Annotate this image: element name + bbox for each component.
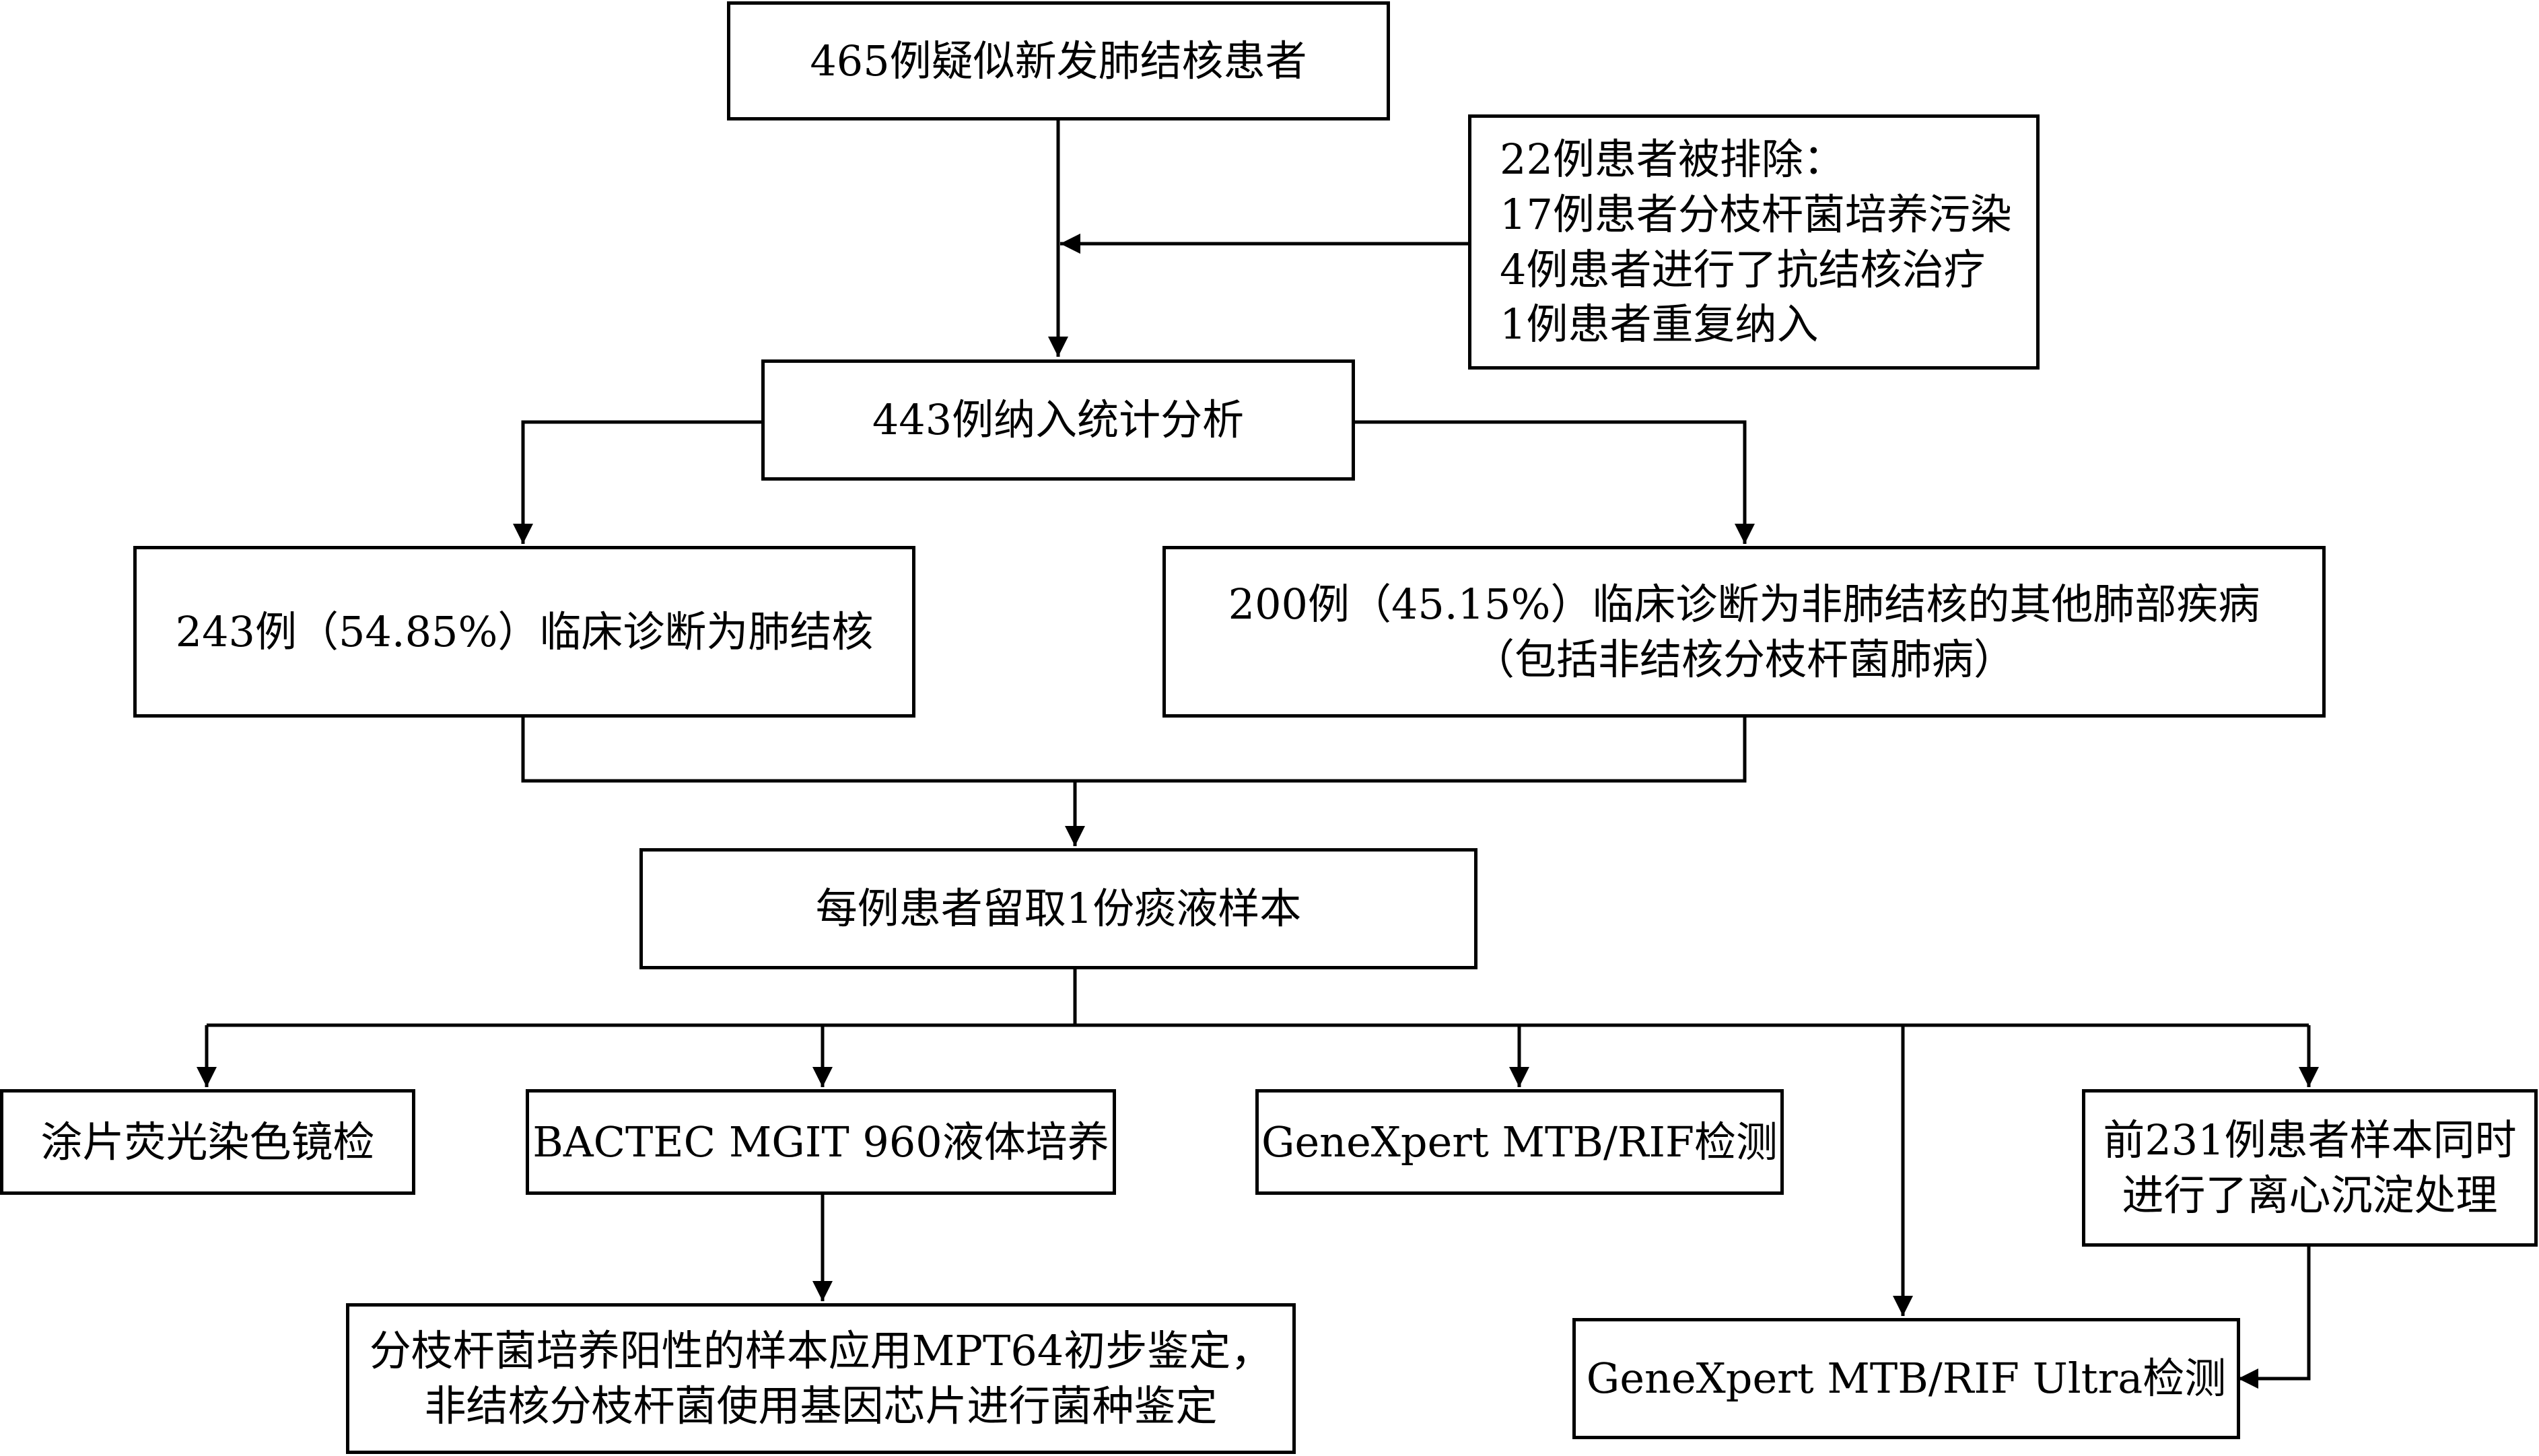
box-suspected-patients: 465例疑似新发肺结核患者 [727,1,1390,120]
box-line: BACTEC MGIT 960液体培养 [532,1117,1109,1167]
arrow-included-to-non-tb [1355,420,1755,544]
box-excluded-patients: 22例患者被排除： 17例患者分枝杆菌培养污染 4例患者进行了抗结核治疗 1例患… [1468,114,2040,370]
box-sputum-sample: 每例患者留取1份痰液样本 [639,848,1477,969]
box-line: GeneXpert MTB/RIF Ultra检测 [1586,1354,2227,1403]
box-line: 进行了离心沉淀处理 [2122,1171,2498,1220]
box-non-tb-diagnosis: 200例（45.15%）临床诊断为非肺结核的其他肺部疾病 （包括非结核分枝杆菌肺… [1162,546,2326,718]
box-centrifuge-processing: 前231例患者样本同时 进行了离心沉淀处理 [2082,1089,2538,1247]
box-line: 每例患者留取1份痰液样本 [815,884,1302,934]
box-included-patients: 443例纳入统计分析 [761,359,1355,481]
box-line: 前231例患者样本同时 [2103,1115,2517,1165]
box-line: 243例（54.85%）临床诊断为肺结核 [175,606,874,656]
box-line: 22例患者被排除： [1500,134,1845,184]
box-line: 4例患者进行了抗结核治疗 [1500,244,1986,294]
box-genexpert-test: GeneXpert MTB/RIF检测 [1255,1089,1784,1195]
box-smear-microscopy: 涂片荧光染色镜检 [0,1089,415,1195]
box-mycobacteria-identification: 分枝杆菌培养阳性的样本应用MPT64初步鉴定， 非结核分枝杆菌使用基因芯片进行菌… [346,1303,1296,1454]
box-line: 非结核分枝杆菌使用基因芯片进行菌种鉴定 [424,1381,1218,1430]
box-line: 200例（45.15%）临床诊断为非肺结核的其他肺部疾病 [1228,579,2260,629]
arrow-centrifuge-to-ultra [2238,1245,2311,1389]
merge-line [521,716,1747,783]
box-line: 1例患者重复纳入 [1500,300,1819,349]
box-line: GeneXpert MTB/RIF检测 [1261,1117,1778,1167]
box-line: （包括非结核分枝杆菌肺病） [1472,634,2015,684]
box-line: 分枝杆菌培养阳性的样本应用MPT64初步鉴定， [369,1326,1273,1376]
box-genexpert-ultra-test: GeneXpert MTB/RIF Ultra检测 [1572,1318,2240,1439]
box-tb-diagnosis: 243例（54.85%）临床诊断为肺结核 [133,546,915,718]
box-line: 17例患者分枝杆菌培养污染 [1500,189,2012,239]
box-line: 443例纳入统计分析 [872,395,1245,445]
box-mgit-culture: BACTEC MGIT 960液体培养 [526,1089,1116,1195]
box-line: 465例疑似新发肺结核患者 [810,36,1307,85]
arrow-included-to-tb [513,420,761,544]
box-line: 涂片荧光染色镜检 [40,1117,375,1167]
